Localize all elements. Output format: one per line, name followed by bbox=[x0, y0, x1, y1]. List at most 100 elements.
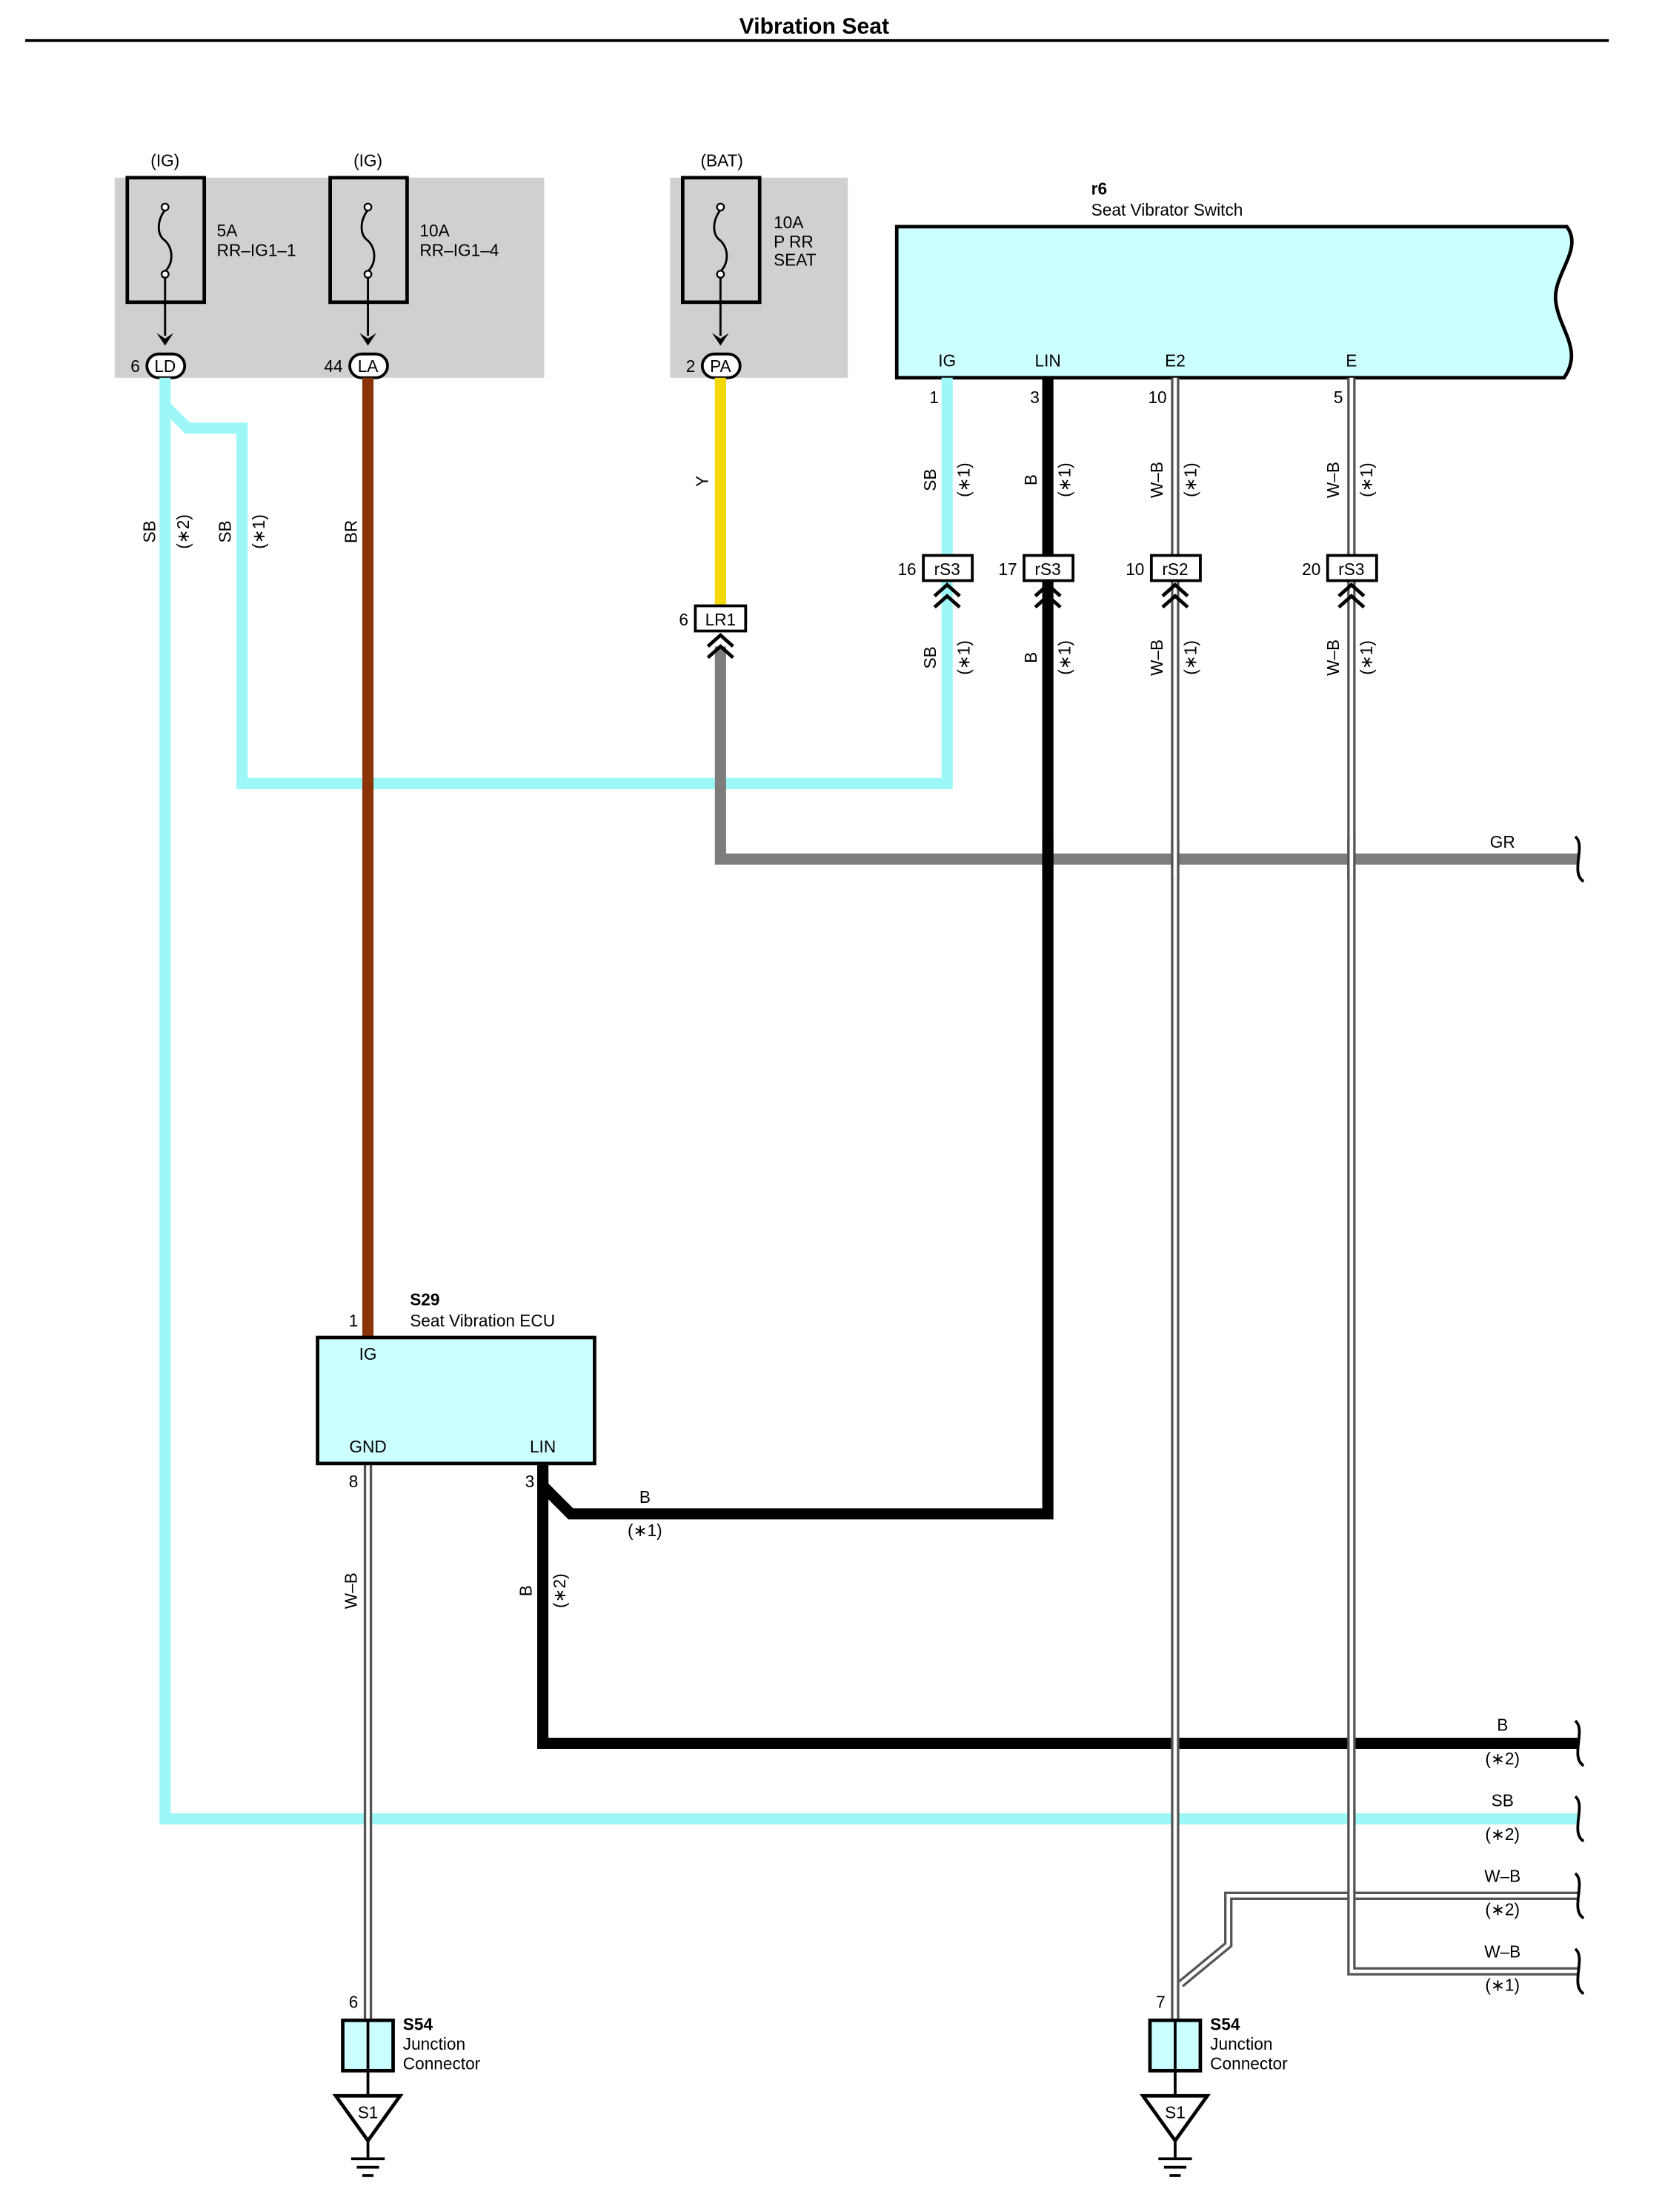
wire-label-wb-gnd: W–B bbox=[341, 1572, 360, 1609]
ground-left-label: S1 bbox=[358, 2103, 379, 2122]
fuse-2-source: (IG) bbox=[353, 151, 382, 170]
wire-label-sb-right-note: (∗2) bbox=[1485, 1824, 1520, 1844]
switch-body bbox=[894, 225, 1574, 380]
wire-label-b-switch-top: B bbox=[1021, 474, 1040, 485]
junction-lr1-6: LR1 bbox=[694, 604, 748, 660]
junction-rs3-20-pin: 20 bbox=[1302, 559, 1320, 579]
wire-label-wb-e-top-note: (∗1) bbox=[1357, 462, 1376, 497]
wire-wb-2 bbox=[1177, 1891, 1578, 1987]
junction-lr1-6-pin: 6 bbox=[679, 610, 688, 629]
wire-label-sb-switch-top-note: (∗1) bbox=[954, 462, 973, 497]
ground-right-label: S1 bbox=[1165, 2103, 1186, 2122]
connector-pa: PA bbox=[700, 352, 742, 379]
switch-terminal-e2: E2 bbox=[1165, 351, 1186, 371]
wire-label-b-switch-top-note: (∗1) bbox=[1054, 462, 1074, 497]
junction-rs3-17-label: rS3 bbox=[1035, 559, 1061, 579]
junction-rs3-17-pin: 17 bbox=[998, 559, 1017, 579]
wire-label-br: BR bbox=[341, 520, 360, 543]
wire-label-b-ecu-note: (∗2) bbox=[550, 1573, 569, 1608]
ecu-pin-ig: 1 bbox=[349, 1311, 359, 1330]
wire-sb-2 bbox=[159, 377, 1578, 1825]
fuse-1-name: RR–IG1–1 bbox=[217, 241, 296, 260]
wire-label-wb-right-1-note: (∗1) bbox=[1485, 1976, 1520, 1995]
junction-rs2-10: rS2 bbox=[1149, 554, 1202, 609]
wire-label-wb-right-2-note: (∗2) bbox=[1485, 1900, 1520, 1919]
diagram-title: Vibration Seat bbox=[739, 14, 889, 39]
fuse-3-name-line2: SEAT bbox=[774, 250, 817, 270]
connector-ld-pin: 6 bbox=[130, 356, 140, 376]
junction-rs3-20: rS3 bbox=[1326, 554, 1378, 609]
wire-label-wb-right-2: W–B bbox=[1484, 1866, 1520, 1885]
junction-rs2-10-pin: 10 bbox=[1126, 559, 1144, 579]
junction-rs3-17: rS3 bbox=[1023, 554, 1075, 609]
connector-la: LA bbox=[348, 352, 389, 379]
fuse-2-symbol bbox=[328, 176, 409, 346]
ecu-body bbox=[316, 1335, 596, 1466]
wire-label-b-right: B bbox=[1497, 1716, 1508, 1735]
fuse-1-source: (IG) bbox=[150, 151, 179, 170]
s54-left-name-line1: Junction bbox=[403, 2034, 465, 2053]
wire-label-sb-left-note: (∗2) bbox=[173, 514, 193, 549]
switch-code: r6 bbox=[1091, 179, 1107, 198]
s54-left-code: S54 bbox=[403, 2015, 433, 2034]
wire-break-symbols bbox=[1574, 835, 1585, 1996]
wire-label-gr: GR bbox=[1490, 832, 1515, 851]
junction-lr1-6-label: LR1 bbox=[705, 610, 737, 629]
switch-pin-e: 5 bbox=[1334, 388, 1343, 407]
s54-right-pin: 7 bbox=[1156, 1992, 1166, 2011]
fuse-1-symbol bbox=[125, 176, 207, 346]
ecu-pin-gnd: 8 bbox=[349, 1472, 359, 1491]
wire-label-wb-e-top: W–B bbox=[1323, 462, 1343, 498]
wire-label-y: Y bbox=[692, 476, 711, 487]
switch-name: Seat Vibrator Switch bbox=[1091, 200, 1243, 219]
wire-label-b-lin: B bbox=[639, 1487, 651, 1507]
connector-la-label: LA bbox=[358, 356, 379, 376]
switch-terminal-lin: LIN bbox=[1035, 351, 1061, 371]
switch-pin-e2: 10 bbox=[1148, 388, 1166, 407]
wire-label-b-right-note: (∗2) bbox=[1485, 1749, 1520, 1768]
wire-label-sb-switch-bottom: SB bbox=[920, 646, 940, 668]
wire-label-wb-e2-bottom-note: (∗1) bbox=[1180, 640, 1200, 675]
wire-label-wb-e-bottom-note: (∗1) bbox=[1357, 640, 1376, 675]
junction-rs3-16-pin: 16 bbox=[897, 559, 916, 579]
connector-ld: LD bbox=[145, 352, 187, 379]
switch-terminal-e: E bbox=[1346, 351, 1357, 371]
wire-label-wb-e-bottom: W–B bbox=[1323, 640, 1343, 676]
ecu-code: S29 bbox=[410, 1290, 439, 1309]
wire-label-sb-left: SB bbox=[140, 520, 159, 542]
s54-left-block bbox=[341, 2018, 395, 2096]
ground-icon bbox=[1139, 2093, 1211, 2177]
wire-gr bbox=[714, 646, 1578, 865]
fuse-3-name-line1: P RR bbox=[774, 232, 814, 251]
wire-b-2 bbox=[537, 1463, 1578, 1750]
connector-ld-label: LD bbox=[154, 356, 176, 376]
wire-label-sb-switch-bottom-note: (∗1) bbox=[954, 640, 973, 675]
ecu-name: Seat Vibration ECU bbox=[410, 1311, 555, 1330]
ecu-terminal-lin: LIN bbox=[530, 1437, 556, 1456]
wire-wb-e bbox=[1347, 377, 1578, 1976]
wire-label-sb-switch-top: SB bbox=[920, 468, 940, 491]
junction-rs3-16: rS3 bbox=[922, 554, 974, 609]
junction-rs3-20-label: rS3 bbox=[1338, 559, 1364, 579]
wire-label-wb-e2-top-note: (∗1) bbox=[1180, 462, 1200, 497]
wire-label-b-ecu: B bbox=[516, 1585, 535, 1596]
fuse-2-name: RR–IG1–4 bbox=[419, 241, 499, 260]
fuse-2-rating: 10A bbox=[419, 221, 450, 240]
switch-pin-ig: 1 bbox=[929, 388, 939, 407]
fuse-3-symbol bbox=[681, 176, 762, 346]
wire-label-sb-branch: SB bbox=[216, 520, 235, 542]
s54-right-code: S54 bbox=[1210, 2015, 1240, 2034]
wire-label-sb-right: SB bbox=[1492, 1790, 1514, 1810]
s54-right-name-line2: Connector bbox=[1210, 2053, 1288, 2073]
ecu-terminal-gnd: GND bbox=[349, 1437, 386, 1456]
ecu-pin-lin: 3 bbox=[525, 1472, 535, 1491]
wire-label-b-switch-bottom: B bbox=[1021, 652, 1040, 663]
s54-right-name-line1: Junction bbox=[1210, 2034, 1272, 2053]
wire-label-b-lin-note: (∗1) bbox=[628, 1521, 662, 1540]
wire-label-wb-e2-top: W–B bbox=[1147, 462, 1166, 498]
fuse-3-rating: 10A bbox=[774, 213, 804, 232]
connector-pa-pin: 2 bbox=[686, 356, 696, 376]
wire-label-sb-branch-note: (∗1) bbox=[249, 514, 268, 549]
junction-rs2-10-label: rS2 bbox=[1162, 559, 1188, 579]
